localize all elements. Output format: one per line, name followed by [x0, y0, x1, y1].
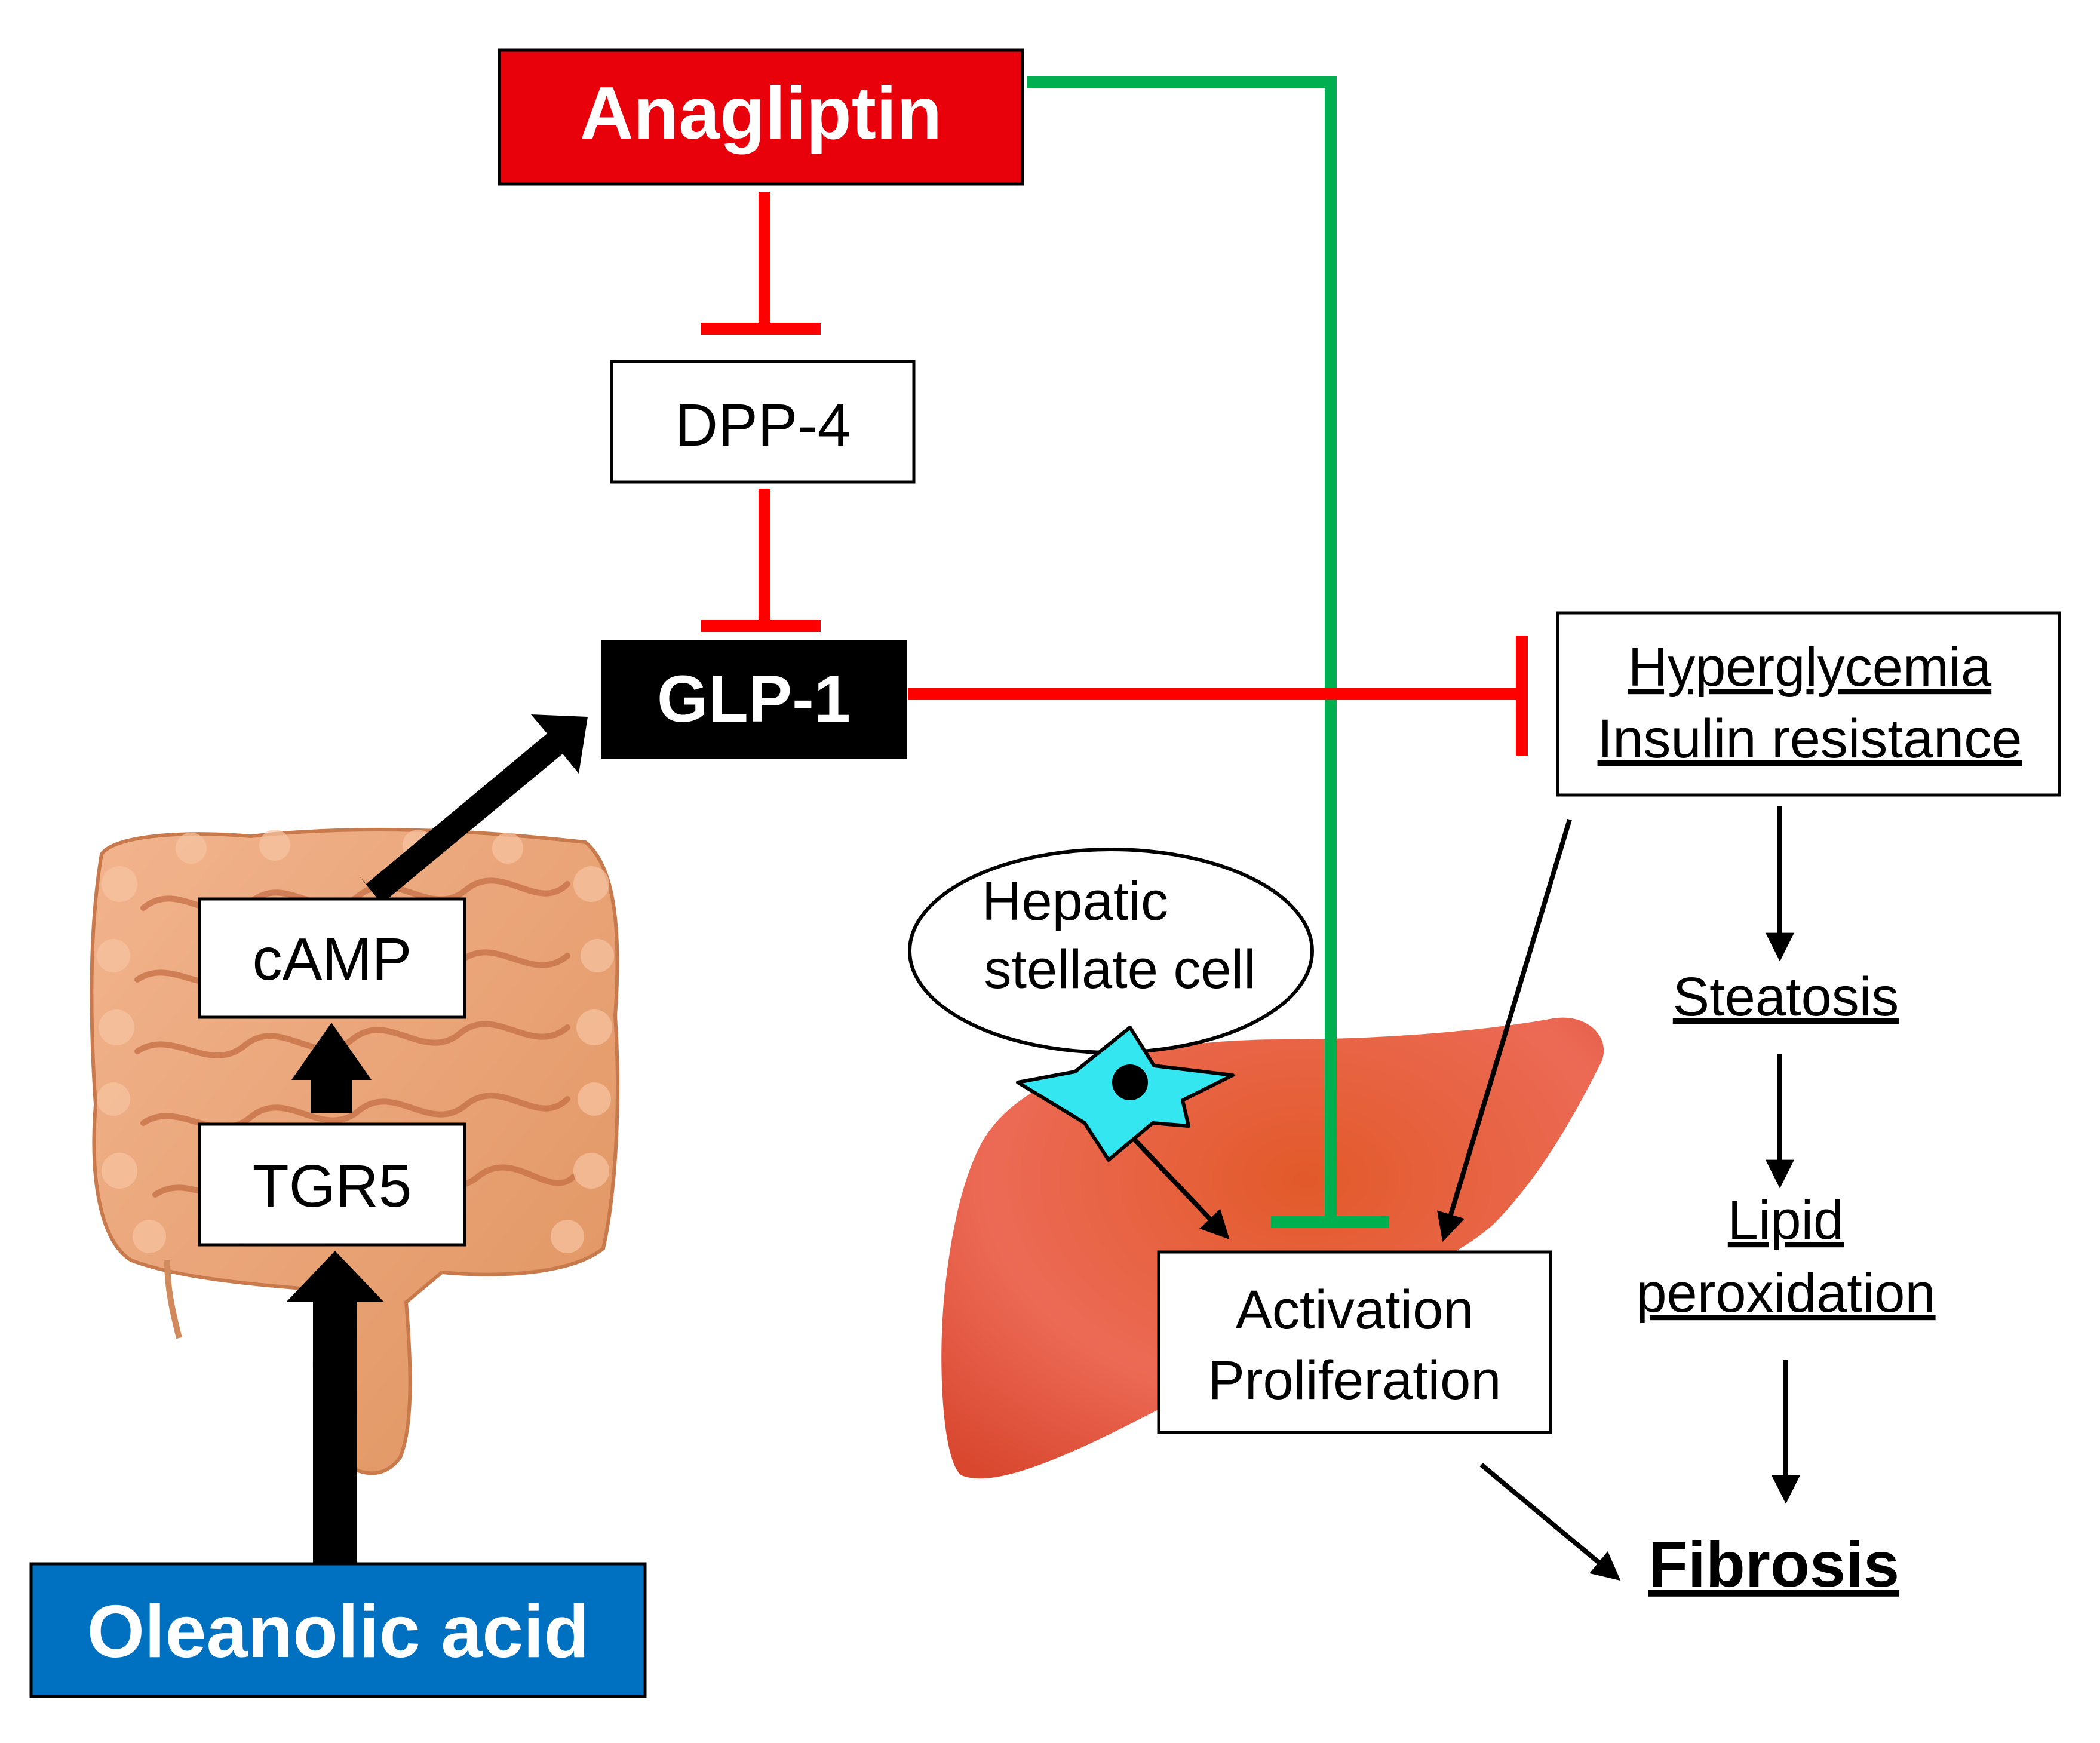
activation-box: Activation Proliferation — [1157, 1250, 1552, 1434]
oleanolic-acid-box: Oleanolic acid — [29, 1562, 647, 1698]
dpp4-label: DPP-4 — [675, 392, 851, 459]
anagliptin-inhibits-dpp4-line — [701, 192, 821, 335]
camp-to-glp1-arrow — [358, 714, 588, 904]
camp-box: cAMP — [198, 897, 466, 1019]
glp1-box: GLP-1 — [601, 640, 907, 759]
glp1-label: GLP-1 — [657, 662, 851, 736]
insulin-resistance-label: Insulin resistance — [1598, 708, 2022, 769]
camp-label: cAMP — [253, 926, 412, 993]
tgr5-box: TGR5 — [198, 1122, 466, 1247]
hyperglycemia-to-activation-arrow — [1437, 818, 1572, 1242]
anagliptin-box: Anagliptin — [498, 48, 1024, 186]
steatosis-label: Steatosis — [1673, 966, 1899, 1027]
dpp4-box: DPP-4 — [610, 360, 916, 484]
thin-arrows — [1128, 806, 1800, 1581]
glp1-inhibits-hyperglycemia-line — [908, 636, 1528, 756]
fibrosis-label: Fibrosis — [1648, 1528, 1899, 1600]
activation-to-fibrosis-arrow — [1479, 1462, 1621, 1581]
oleanolic-to-tgr5-arrow — [286, 1251, 384, 1565]
lipid-label: Lipid — [1728, 1190, 1844, 1251]
hepatic-label: Hepatic — [982, 871, 1168, 932]
stellate-to-activation-arrow — [1128, 1133, 1230, 1239]
oleanolic-acid-label: Oleanolic acid — [87, 1591, 590, 1673]
tgr5-to-camp-arrow — [291, 1023, 372, 1113]
peroxidation-label: peroxidation — [1636, 1263, 1935, 1324]
hepatic-stellate-cell-callout: Hepatic stellate cell — [908, 848, 1314, 1054]
anagliptin-label: Anagliptin — [580, 72, 942, 155]
activation-label: Activation — [1236, 1279, 1474, 1340]
anagliptin-inhibits-activation-line — [1027, 76, 1389, 1228]
hyperglycemia-label: Hyperglycemia — [1628, 637, 1992, 698]
tgr5-label: TGR5 — [253, 1153, 412, 1220]
dpp4-inhibits-glp1-line — [701, 489, 821, 632]
stellate-cell-star-icon — [1016, 1026, 1235, 1162]
proliferation-label: Proliferation — [1208, 1350, 1502, 1411]
stellate-cell-label: stellate cell — [984, 939, 1255, 1000]
hyperglycemia-box: Hyperglycemia Insulin resistance — [1556, 611, 2061, 797]
